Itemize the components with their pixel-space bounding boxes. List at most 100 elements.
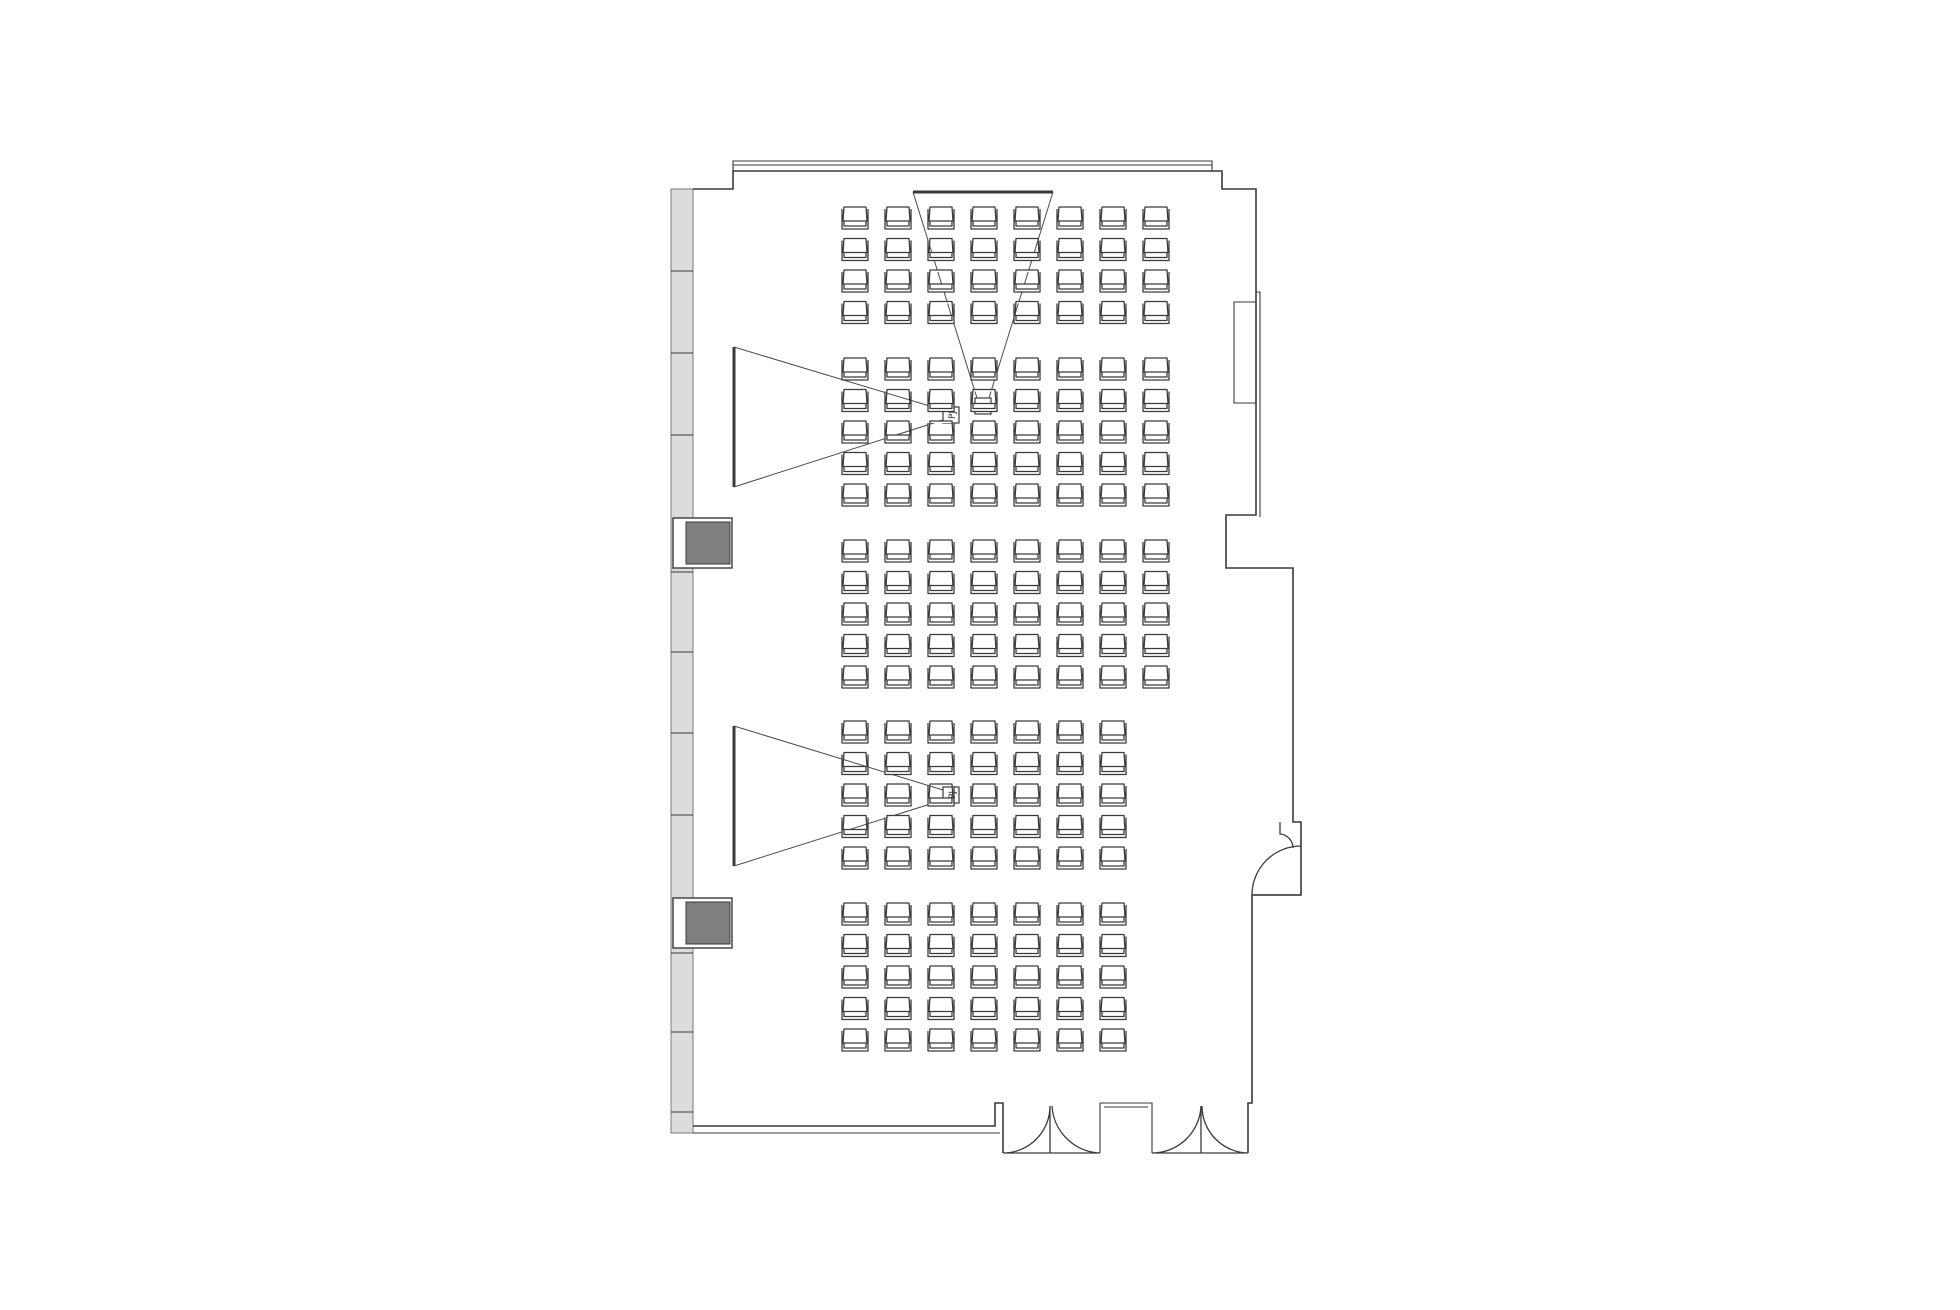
chair — [841, 996, 869, 1021]
pillar-lower — [672, 897, 733, 949]
chair — [927, 539, 955, 563]
chair — [1099, 237, 1127, 262]
pillar-upper — [672, 517, 733, 569]
projection-left-lower: PJ — [732, 725, 960, 867]
chair — [1013, 846, 1041, 870]
chair — [970, 996, 998, 1021]
chair — [1056, 237, 1084, 262]
chair — [1056, 539, 1084, 563]
chair — [927, 483, 955, 507]
chair — [884, 783, 912, 807]
chair — [970, 751, 998, 776]
chair — [1099, 902, 1127, 926]
chair — [1013, 206, 1041, 230]
chair — [884, 665, 912, 689]
chair — [841, 846, 869, 870]
chair — [970, 846, 998, 870]
chair — [841, 783, 869, 807]
chair — [1056, 483, 1084, 507]
chair — [1099, 933, 1127, 958]
chair — [884, 388, 912, 413]
chair — [841, 902, 869, 926]
chair — [1013, 1028, 1041, 1052]
chair — [970, 570, 998, 595]
chair — [1142, 665, 1170, 689]
chair — [841, 570, 869, 595]
chair — [1013, 451, 1041, 476]
seating-area — [841, 206, 1170, 1052]
chair — [970, 420, 998, 444]
chair — [841, 602, 869, 626]
projector-label: PJ — [948, 411, 958, 419]
chair — [970, 720, 998, 744]
chair — [884, 357, 912, 381]
chair — [970, 237, 998, 262]
chair — [884, 751, 912, 776]
chair — [1013, 357, 1041, 381]
chair — [970, 539, 998, 563]
chair — [970, 483, 998, 507]
chair — [841, 751, 869, 776]
chair — [1013, 633, 1041, 658]
chair — [1099, 965, 1127, 989]
chair — [1013, 300, 1041, 325]
entrance-doors — [1002, 1105, 1249, 1154]
chair — [1013, 269, 1041, 293]
chair — [841, 237, 869, 262]
chair — [970, 300, 998, 325]
chair — [1099, 1028, 1127, 1052]
chair — [1099, 539, 1127, 563]
chair — [884, 237, 912, 262]
chair — [1099, 783, 1127, 807]
chair — [841, 206, 869, 230]
chair — [1056, 902, 1084, 926]
chair — [927, 388, 955, 413]
chair — [1056, 388, 1084, 413]
chair — [1013, 902, 1041, 926]
chair — [1056, 996, 1084, 1021]
chair — [927, 633, 955, 658]
chair — [884, 965, 912, 989]
chair — [970, 814, 998, 839]
chair — [1056, 933, 1084, 958]
chair — [927, 570, 955, 595]
chair — [927, 237, 955, 262]
chair — [970, 902, 998, 926]
chair — [1142, 206, 1170, 230]
chair — [884, 570, 912, 595]
chair — [927, 451, 955, 476]
chair — [841, 269, 869, 293]
chair — [927, 300, 955, 325]
chair — [884, 1028, 912, 1052]
chair — [1056, 269, 1084, 293]
chair — [1056, 451, 1084, 476]
chair — [1056, 814, 1084, 839]
chair — [1142, 602, 1170, 626]
chair — [1142, 483, 1170, 507]
chair — [1013, 720, 1041, 744]
chair — [1056, 665, 1084, 689]
chair — [1142, 237, 1170, 262]
chair — [1142, 388, 1170, 413]
chair — [1013, 539, 1041, 563]
chair — [884, 300, 912, 325]
chair — [1013, 388, 1041, 413]
chair — [1013, 751, 1041, 776]
chair — [1099, 206, 1127, 230]
chair — [927, 996, 955, 1021]
chair — [1099, 602, 1127, 626]
chair — [1099, 665, 1127, 689]
chair — [1056, 602, 1084, 626]
chair — [1056, 720, 1084, 744]
chair — [927, 783, 955, 807]
chair — [1056, 206, 1084, 230]
chair — [970, 633, 998, 658]
chair — [970, 357, 998, 381]
chair — [841, 720, 869, 744]
chair — [970, 965, 998, 989]
chair — [841, 483, 869, 507]
chair — [1142, 539, 1170, 563]
chair — [970, 783, 998, 807]
chair — [1056, 357, 1084, 381]
chair — [884, 206, 912, 230]
